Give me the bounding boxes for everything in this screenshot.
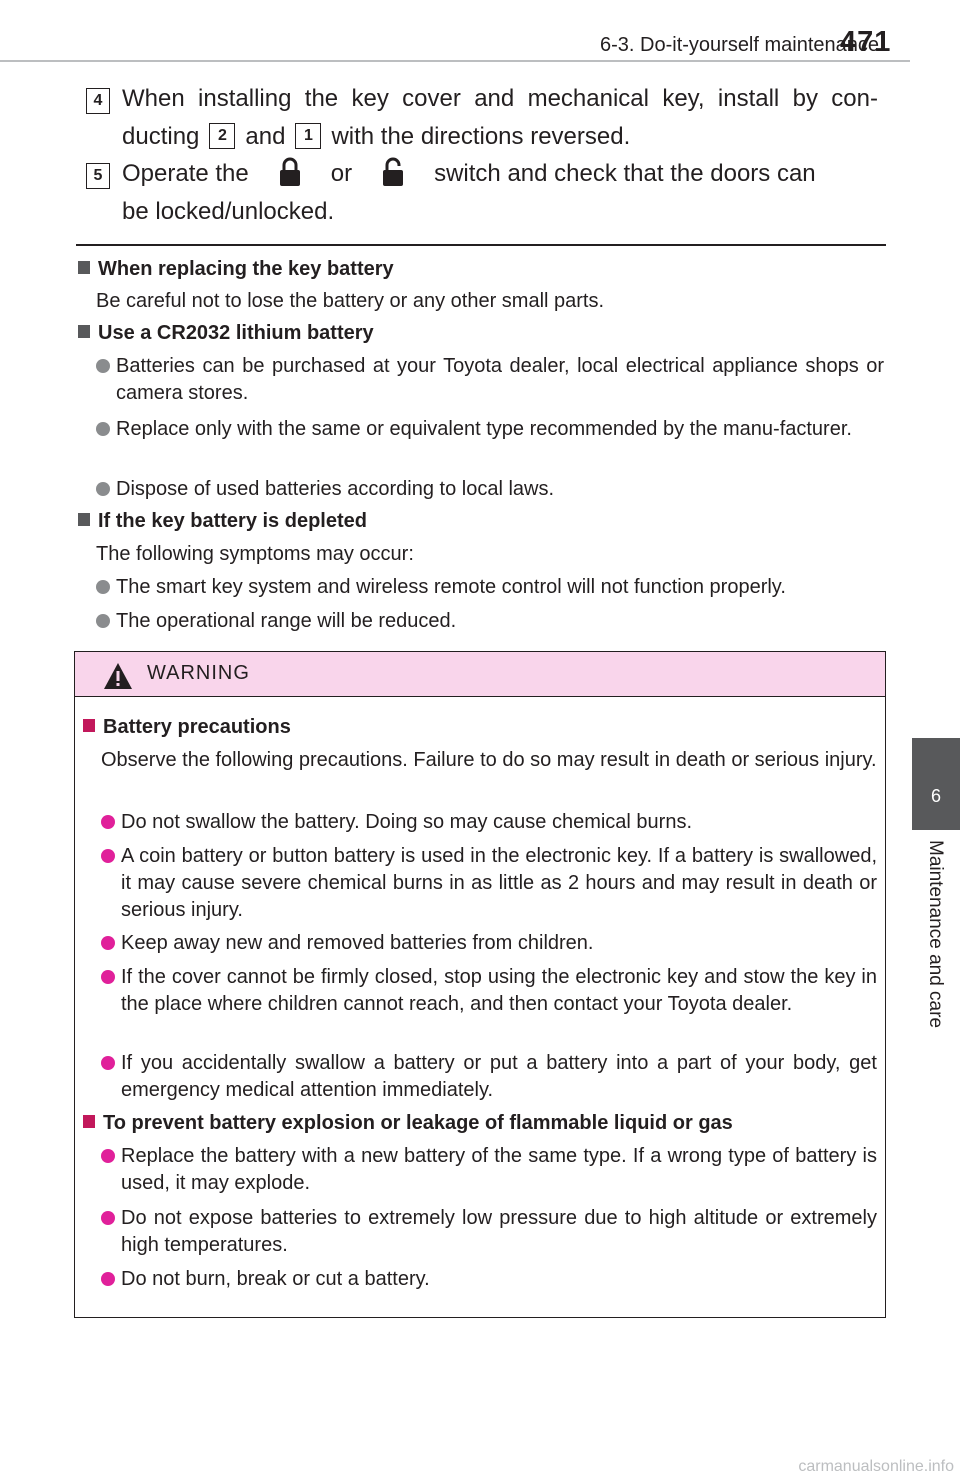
warning-list-item: Keep away new and removed batteries from… bbox=[101, 930, 877, 957]
list-item-text: Replace only with the same or equivalent… bbox=[116, 418, 852, 440]
list-item-text: A coin battery or button battery is used… bbox=[121, 845, 877, 921]
warning-list-item: If you accidentally swallow a battery or… bbox=[101, 1050, 877, 1104]
list-item-text: The operational range will be reduced. bbox=[116, 610, 457, 632]
warning-list-item: Do not burn, break or cut a battery. bbox=[101, 1266, 877, 1293]
note-title: Use a CR2032 lithium battery bbox=[98, 322, 374, 344]
step-line: When installing the key cover and mechan… bbox=[122, 85, 878, 112]
step-number-box: 5 bbox=[86, 163, 110, 189]
bullet-dot-icon bbox=[96, 580, 110, 594]
bullet-dot-icon bbox=[96, 359, 110, 373]
unlock-icon bbox=[382, 157, 404, 187]
bullet-dot-icon bbox=[101, 815, 115, 829]
note-heading: When replacing the key battery bbox=[78, 258, 394, 281]
list-item: Dispose of used batteries according to l… bbox=[96, 476, 886, 503]
warning-label: WARNING bbox=[147, 662, 250, 684]
note-body: Be careful not to lose the battery or an… bbox=[96, 290, 605, 312]
list-item-text: Do not burn, break or cut a battery. bbox=[121, 1268, 430, 1290]
step-line: be locked/unlocked. bbox=[122, 198, 335, 225]
warning-title: Battery precautions bbox=[103, 716, 291, 738]
step-line: Operate the or switch and check that the… bbox=[122, 155, 878, 193]
warning-header: WARNING bbox=[75, 652, 885, 697]
list-item-text: Replace the battery with a new battery o… bbox=[121, 1145, 877, 1194]
step-4: 4 When installing the key cover and mech… bbox=[86, 80, 886, 160]
list-item: The smart key system and wireless remote… bbox=[96, 574, 886, 601]
bullet-dot-icon bbox=[101, 970, 115, 984]
step-text-part: with the directions reversed. bbox=[331, 123, 631, 150]
bullet-dot-icon bbox=[101, 1272, 115, 1286]
warning-body: Observe the following precautions. Failu… bbox=[101, 749, 877, 771]
list-item-text: If you accidentally swallow a battery or… bbox=[121, 1052, 877, 1101]
note-title: If the key battery is depleted bbox=[98, 510, 367, 532]
bullet-dot-icon bbox=[101, 1211, 115, 1225]
chapter-title-tab: Maintenance and care bbox=[912, 832, 960, 1152]
bullet-dot-icon bbox=[96, 614, 110, 628]
bullet-dot-icon bbox=[101, 1149, 115, 1163]
warning-list-item: A coin battery or button battery is used… bbox=[101, 843, 877, 924]
page-number: 471 bbox=[840, 26, 892, 58]
lock-icon bbox=[279, 157, 301, 187]
list-item-text: Keep away new and removed batteries from… bbox=[121, 932, 594, 954]
step-ref-box: 1 bbox=[295, 123, 322, 149]
square-bullet-icon bbox=[78, 325, 90, 338]
list-item-text: Dispose of used batteries according to l… bbox=[116, 478, 555, 500]
bullet-dot-icon bbox=[96, 422, 110, 436]
step-5: 5 Operate the or switch and check that t… bbox=[86, 155, 886, 235]
warning-list-item: Do not swallow the battery. Doing so may… bbox=[101, 809, 877, 836]
list-item-text: The smart key system and wireless remote… bbox=[116, 576, 786, 598]
list-item-text: Batteries can be purchased at your Toyot… bbox=[116, 355, 884, 404]
warning-title: To prevent battery explosion or leakage … bbox=[103, 1112, 733, 1134]
step-text: When installing the key cover and mechan… bbox=[122, 80, 878, 156]
list-item: Batteries can be purchased at your Toyot… bbox=[96, 353, 886, 407]
step-text-part: ducting bbox=[122, 123, 200, 150]
warning-triangle-icon bbox=[103, 662, 133, 690]
step-text-part: and bbox=[245, 123, 286, 150]
separator-rule bbox=[76, 244, 886, 246]
step-text-part: Operate the bbox=[122, 160, 249, 187]
list-item: Replace only with the same or equivalent… bbox=[96, 416, 886, 470]
step-text-part: switch and check that the doors can bbox=[434, 160, 816, 187]
warning-heading: Battery precautions bbox=[83, 716, 291, 739]
warning-list-item: If the cover cannot be firmly closed, st… bbox=[101, 964, 877, 1045]
chapter-title: Maintenance and care bbox=[925, 840, 946, 1029]
footer-watermark: carmanualsonline.info bbox=[798, 1458, 954, 1475]
warning-list-item: Replace the battery with a new battery o… bbox=[101, 1143, 877, 1197]
note-body: The following symptoms may occur: bbox=[96, 543, 414, 565]
header-rule bbox=[0, 60, 910, 62]
warning-box: WARNING Battery precautions Observe the … bbox=[74, 651, 886, 1318]
bullet-dot-icon bbox=[101, 1056, 115, 1070]
list-item-text: If the cover cannot be firmly closed, st… bbox=[121, 966, 877, 1015]
bullet-dot-icon bbox=[101, 936, 115, 950]
note-heading: If the key battery is depleted bbox=[78, 510, 367, 533]
step-text-part: or bbox=[330, 160, 353, 187]
chapter-number: 6 bbox=[930, 786, 941, 806]
step-line: ducting 2 and 1 with the directions reversed… bbox=[122, 118, 878, 156]
warning-list-item: Do not expose batteries to extremely low… bbox=[101, 1205, 877, 1259]
step-number-box: 4 bbox=[86, 88, 110, 114]
list-item-text: Do not expose batteries to extremely low… bbox=[121, 1207, 877, 1256]
note-heading: Use a CR2032 lithium battery bbox=[78, 322, 374, 345]
list-item-text: Do not swallow the battery. Doing so may… bbox=[121, 811, 693, 833]
warning-heading: To prevent battery explosion or leakage … bbox=[83, 1112, 733, 1135]
chapter-tab: 6 bbox=[912, 738, 960, 830]
square-bullet-icon bbox=[83, 1115, 95, 1128]
bullet-dot-icon bbox=[101, 849, 115, 863]
list-item: The operational range will be reduced. bbox=[96, 608, 886, 635]
note-title: When replacing the key battery bbox=[98, 258, 394, 280]
square-bullet-icon bbox=[83, 719, 95, 732]
step-ref-box: 2 bbox=[209, 123, 236, 149]
square-bullet-icon bbox=[78, 513, 90, 526]
step-text: Operate the or switch and check that the… bbox=[122, 155, 878, 231]
section-title: 6-3. Do-it-yourself maintenance bbox=[600, 34, 880, 56]
bullet-dot-icon bbox=[96, 482, 110, 496]
square-bullet-icon bbox=[78, 261, 90, 274]
